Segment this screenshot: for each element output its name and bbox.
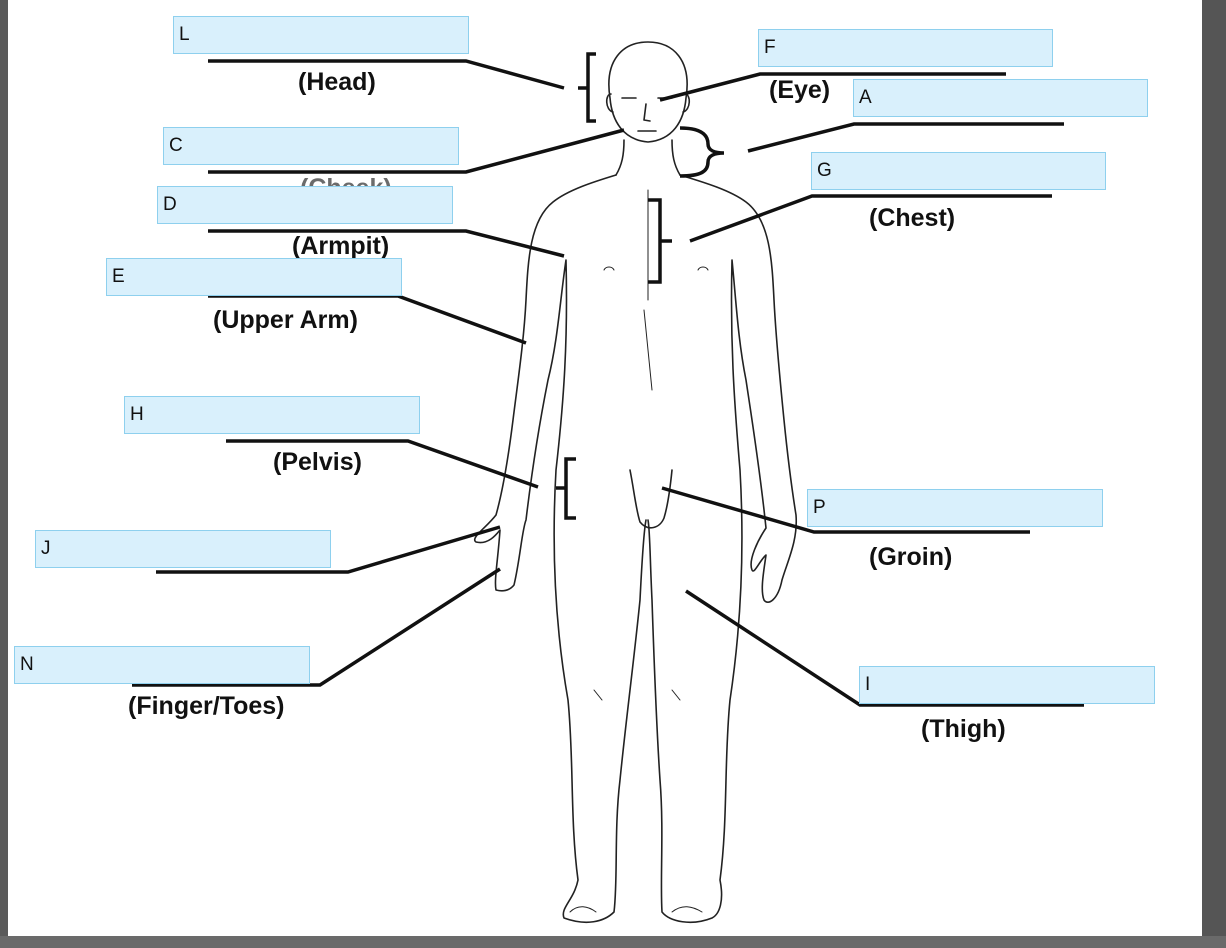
diagram-canvas: (Head) (Eye) (Cheek) (Armpit) (Chest) (U… bbox=[8, 0, 1202, 936]
left-ear bbox=[605, 93, 614, 113]
leader-hand bbox=[156, 525, 501, 574]
label-thigh: (Thigh) bbox=[921, 715, 1006, 743]
right-body-outline bbox=[647, 174, 798, 924]
label-eye: (Eye) bbox=[769, 76, 831, 104]
answer-box-f[interactable]: F bbox=[758, 29, 1053, 67]
answer-box-n[interactable]: N bbox=[14, 646, 310, 684]
answer-box-i[interactable]: I bbox=[859, 666, 1155, 704]
leader-neck bbox=[747, 122, 1064, 153]
knee-details bbox=[593, 689, 681, 701]
box-letter-a: A bbox=[859, 87, 872, 108]
box-letter-d: D bbox=[163, 194, 177, 215]
head-bracket bbox=[578, 52, 596, 123]
box-letter-p: P bbox=[813, 497, 826, 518]
body-diagram bbox=[132, 41, 1084, 924]
head-outline bbox=[608, 41, 688, 143]
label-groin: (Groin) bbox=[869, 543, 953, 571]
box-letter-e: E bbox=[112, 266, 125, 287]
box-letter-g: G bbox=[817, 160, 832, 181]
leader-cheek bbox=[208, 128, 625, 174]
label-head: (Head) bbox=[298, 68, 376, 96]
leader-fingers bbox=[132, 567, 501, 687]
answer-box-g[interactable]: G bbox=[811, 152, 1106, 190]
box-letter-n: N bbox=[20, 654, 34, 675]
leader-groin bbox=[661, 486, 1030, 534]
box-letter-h: H bbox=[130, 404, 144, 425]
leader-pelvis bbox=[226, 439, 539, 489]
face-features bbox=[621, 97, 673, 132]
leader-upper-arm bbox=[208, 294, 527, 345]
left-body-outline bbox=[473, 174, 647, 924]
chest-details bbox=[603, 189, 709, 391]
label-armpit: (Armpit) bbox=[292, 232, 390, 260]
answer-box-d[interactable]: D bbox=[157, 186, 453, 224]
answer-box-a[interactable]: A bbox=[853, 79, 1148, 117]
answer-box-e[interactable]: E bbox=[106, 258, 402, 296]
label-pelvis: (Pelvis) bbox=[273, 448, 362, 476]
answer-box-p[interactable]: P bbox=[807, 489, 1103, 527]
answer-box-j[interactable]: J bbox=[35, 530, 331, 568]
box-letter-f: F bbox=[764, 37, 776, 58]
pelvis-bracket bbox=[556, 457, 576, 520]
leader-armpit bbox=[208, 229, 565, 258]
box-letter-l: L bbox=[179, 24, 190, 45]
answer-box-h[interactable]: H bbox=[124, 396, 420, 434]
feet-details bbox=[569, 906, 703, 913]
bottom-frame-edge bbox=[0, 936, 1226, 948]
box-letter-i: I bbox=[865, 674, 871, 695]
chest-bracket bbox=[648, 198, 672, 284]
leader-eye bbox=[659, 72, 1006, 102]
box-letter-c: C bbox=[169, 135, 183, 156]
box-letter-j: J bbox=[41, 538, 51, 559]
right-frame-edge bbox=[1202, 0, 1226, 948]
label-finger-toes: (Finger/Toes) bbox=[128, 692, 285, 720]
leader-thigh bbox=[685, 589, 1084, 707]
human-figure bbox=[473, 41, 798, 924]
label-upper-arm: (Upper Arm) bbox=[213, 306, 358, 334]
neck-brace bbox=[679, 126, 725, 178]
answer-box-l[interactable]: L bbox=[173, 16, 469, 54]
leader-lines bbox=[132, 52, 1084, 707]
groin-outline bbox=[629, 469, 673, 529]
neck-outline bbox=[615, 139, 681, 176]
answer-box-c[interactable]: C bbox=[163, 127, 459, 165]
leader-chest bbox=[689, 194, 1052, 243]
label-chest: (Chest) bbox=[869, 204, 956, 232]
leader-head bbox=[208, 59, 565, 90]
